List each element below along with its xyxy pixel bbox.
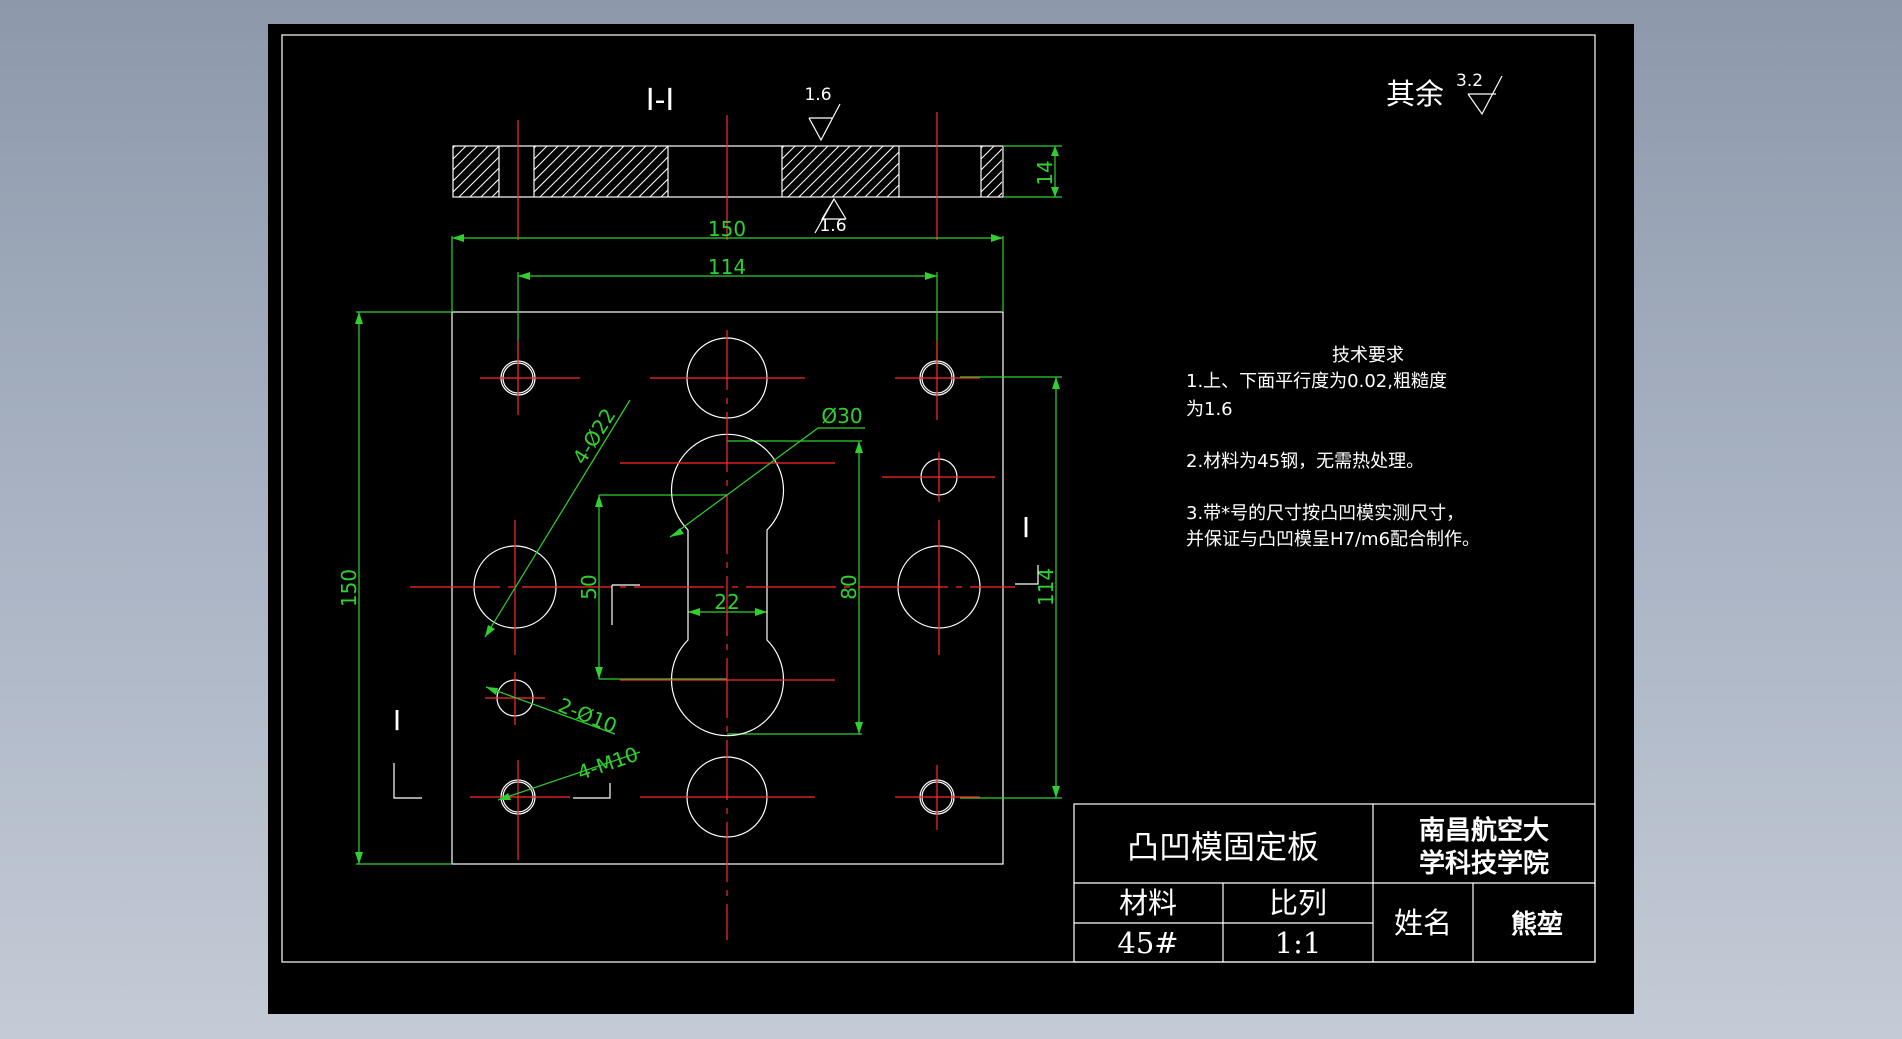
roughness-general-value: 3.2 <box>1456 71 1483 91</box>
title-block: 凸凹模固定板 南昌航空大 学科技学院 材料 45# 比列 1:1 姓名 熊堃 <box>1073 803 1596 963</box>
material-value: 45# <box>1117 926 1178 960</box>
material-label: 材料 <box>1119 886 1177 920</box>
section-mark-left: I <box>393 704 422 799</box>
hatch-line <box>831 146 884 197</box>
hatch-line <box>534 146 570 182</box>
drawing-border <box>281 34 1596 963</box>
hatch-line <box>534 146 559 171</box>
school-name-line1: 南昌航空大 <box>1419 815 1549 846</box>
hatch-line <box>981 170 1002 193</box>
drawing-sheet <box>268 24 1634 1014</box>
dim-spacing-114-h: 114 <box>517 255 938 365</box>
hatch-line <box>550 146 603 197</box>
svg-text:150: 150 <box>708 217 746 241</box>
hatch-line <box>453 146 478 171</box>
dim-height-150: 150 <box>337 311 452 865</box>
hatch-line <box>981 146 995 160</box>
hatch-line <box>875 173 899 197</box>
hatch-region <box>453 146 499 197</box>
hatch-line <box>638 167 668 197</box>
roughness-bottom-symbol: 1.6 <box>814 197 847 236</box>
hatch-line <box>981 159 1002 182</box>
tech-req-line: 3.带*号的尺寸按凸凹模实测尺寸， <box>1186 503 1464 524</box>
section-outline <box>452 145 1004 198</box>
hatch-line <box>981 148 1002 171</box>
hatch-line <box>605 146 658 197</box>
svg-text:Ø30: Ø30 <box>821 404 862 428</box>
hatch-region <box>981 146 1002 197</box>
leader-d30: Ø30 <box>669 404 865 538</box>
hatch-line <box>986 181 1002 197</box>
hatch-line <box>572 146 625 197</box>
tech-req-line: 1.上、下面平行度为0.02,粗糙度 <box>1186 371 1447 392</box>
hatch-line <box>649 178 668 197</box>
hatch-line <box>534 146 548 160</box>
hatch-line <box>886 184 899 197</box>
hatch-line <box>798 146 851 197</box>
school-name-line2: 学科技学院 <box>1419 848 1549 879</box>
hatch-line <box>480 178 499 197</box>
hatch-line <box>782 146 807 171</box>
hatch-line <box>853 151 899 197</box>
hatch-line <box>453 146 467 160</box>
center-slot <box>670 433 785 737</box>
hatch-line <box>864 162 899 197</box>
hatch-region <box>534 146 668 197</box>
hatch-line <box>787 146 840 197</box>
scale-label: 比列 <box>1269 886 1327 920</box>
dim-width-150: 150 <box>451 217 1004 312</box>
part-name: 凸凹模固定板 <box>1127 828 1319 866</box>
roughness-general-prefix: 其余 <box>1386 77 1444 111</box>
hatch-line <box>627 156 668 197</box>
hatch-line <box>453 146 499 193</box>
hatch-line <box>534 146 581 193</box>
cut-mark <box>573 783 611 799</box>
hatch-line <box>782 146 829 193</box>
hatch-line <box>453 146 489 182</box>
hatch-line <box>842 146 895 197</box>
center-lines <box>410 330 1015 940</box>
section-mark-right: I <box>1015 511 1039 585</box>
scale-value: 1:1 <box>1275 926 1322 960</box>
dim-thickness: 14 <box>1003 145 1062 198</box>
roughness-general: 其余 3.2 <box>1386 71 1503 116</box>
hatch-line <box>809 146 862 197</box>
hatch-line <box>616 146 668 197</box>
hatch-line <box>820 146 873 197</box>
designer-name: 熊堃 <box>1511 909 1563 940</box>
hatch-line <box>782 146 818 182</box>
hatch-line <box>782 146 796 160</box>
hatch-line <box>594 146 647 197</box>
svg-text:1.6: 1.6 <box>819 216 846 236</box>
svg-text:1.6: 1.6 <box>804 85 831 105</box>
hatch-line <box>539 146 592 197</box>
tech-req-line: 为1.6 <box>1186 399 1233 420</box>
section-view: I-I <box>452 83 1004 240</box>
tech-req-line: 2.材料为45钢，无需热处理。 <box>1186 451 1424 472</box>
hatch-line <box>469 167 499 197</box>
svg-text:14: 14 <box>1033 160 1057 185</box>
hatch-line <box>458 156 499 197</box>
technical-requirements: 技术要求 1.上、下面平行度为0.02,粗糙度 为1.6 2.材料为45钢，无需… <box>1186 345 1480 550</box>
hatch-region <box>782 146 899 197</box>
section-label: I-I <box>646 83 675 118</box>
svg-text:150: 150 <box>337 569 361 607</box>
roughness-top-symbol: 1.6 <box>804 85 841 142</box>
tech-req-title: 技术要求 <box>1332 345 1404 366</box>
name-label: 姓名 <box>1394 906 1452 940</box>
dim-spacing-114-v: 114 <box>960 376 1062 799</box>
hatch-line <box>583 146 636 197</box>
svg-text:114: 114 <box>708 255 746 279</box>
tech-req-line: 并保证与凸凹模呈H7/m6配合制作。 <box>1186 529 1480 550</box>
hatch-line <box>561 146 614 197</box>
svg-text:I: I <box>393 704 401 737</box>
svg-text:I: I <box>1022 511 1030 544</box>
